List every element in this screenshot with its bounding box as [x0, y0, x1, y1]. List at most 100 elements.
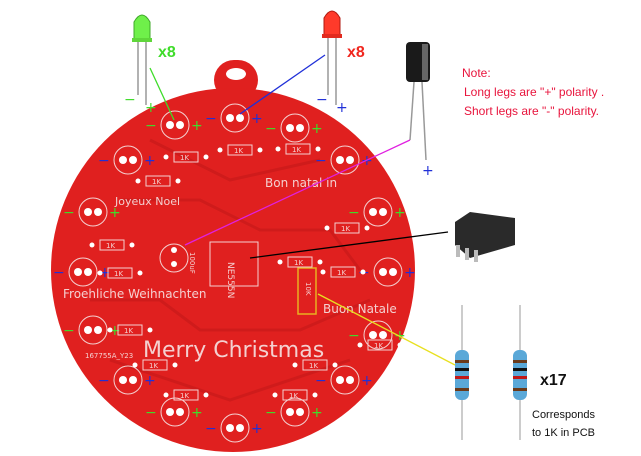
resistor-1k-label: 1K: [337, 269, 346, 277]
plus-sign: +: [361, 373, 373, 389]
plus-sign: +: [251, 421, 263, 437]
plus-sign: +: [144, 373, 156, 389]
red-led-count: x8: [347, 44, 365, 61]
minus-sign: −: [315, 373, 327, 389]
minus-sign: −: [63, 205, 75, 221]
ic-label: NE555N: [225, 262, 235, 298]
plus-sign: +: [311, 121, 323, 137]
resistor-1k-footprint: 1K: [89, 239, 135, 251]
red-led-minus-sign: −: [316, 92, 328, 108]
plus-sign: +: [109, 323, 121, 339]
capacitor-footprint: 100uF: [159, 243, 196, 274]
resistor-components: [455, 305, 527, 440]
note-short-legs: Short legs are "-" polarity.: [464, 104, 600, 118]
resistor-1k-label: 1K: [289, 392, 298, 400]
resistor-1k-label: 1K: [309, 362, 318, 370]
resistor-1k-label: 1K: [180, 154, 189, 162]
caption-line-1: Corresponds: [532, 409, 595, 421]
red-led-pointer: [239, 54, 326, 115]
green-led-plus-sign: +: [145, 100, 157, 116]
pcb-traces: [90, 138, 371, 402]
resistor-10k-pointer: [317, 293, 456, 366]
resistor-footprints: 1K 1K 1K 1K 1K 1K 1K 1K 1K 1K 1K 1K 1K 1K 1K: [89, 143, 403, 401]
minus-sign: −: [53, 265, 65, 281]
minus-sign: −: [98, 373, 110, 389]
resistor-1k-footprint: 1K: [275, 143, 321, 155]
note-title: Note:: [462, 66, 491, 80]
resistor-1k-label: 1K: [234, 147, 243, 155]
note-long-legs: Long legs are "+" polarity .: [464, 85, 605, 99]
resistor-10k-footprint: 10K: [297, 267, 317, 315]
minus-sign: −: [315, 153, 327, 169]
ne555-ic-component: [455, 212, 515, 262]
resistor-1k-footprint: 1K: [320, 266, 366, 278]
pcb-board: [51, 88, 415, 452]
minus-sign: −: [98, 153, 110, 169]
resistor-caption: Corresponds to 1K in PCB: [532, 406, 595, 442]
led-pad: −+: [63, 197, 121, 227]
led-pad: −+: [315, 365, 373, 395]
resistor-1k-label: 1K: [124, 327, 133, 335]
green-led-pointer: [149, 67, 175, 121]
resistor-1k-footprint: 1K: [163, 151, 209, 163]
ic-footprint: NE555N: [209, 241, 259, 298]
led-pad: −+: [348, 197, 406, 227]
resistor-1k-footprint: 1K: [132, 359, 178, 371]
green-led-minus-sign: −: [124, 92, 136, 108]
led-pad: −+: [145, 110, 203, 140]
greeting-buon-natale: Buon Natale: [323, 302, 397, 316]
resistor-1k-label: 1K: [341, 225, 350, 233]
resistor-1k-label: 1K: [294, 259, 303, 267]
resistor-1k-label: 1K: [180, 392, 189, 400]
greeting-froehliche: Froehliche Weihnachten: [63, 287, 206, 301]
led-pad: −+: [98, 145, 156, 175]
green-led-count: x8: [158, 44, 176, 61]
resistor-1k-footprint: 1K: [97, 267, 143, 279]
plus-sign: +: [394, 205, 406, 221]
greeting-merry-christmas: Merry Christmas: [143, 338, 324, 363]
led-pad: −+: [63, 315, 121, 345]
resistor-10k-label: 10K: [304, 282, 312, 296]
led-pads: −+−+−+−+−+−+−+−+−+−+−+−+−+−+−+−+: [53, 103, 416, 443]
resistor-1k-footprint: 1K: [217, 144, 263, 156]
led-pad: −+: [265, 397, 323, 427]
led-pad: −+: [265, 113, 323, 143]
plus-sign: +: [311, 405, 323, 421]
resistor-1k-footprint: 1K: [277, 256, 323, 268]
cap-label: 100uF: [188, 252, 196, 274]
part-code: 167755A_Y23: [85, 352, 133, 360]
resistor-1k-label: 1K: [292, 146, 301, 154]
plus-sign: +: [144, 153, 156, 169]
minus-sign: −: [205, 421, 217, 437]
minus-sign: −: [348, 205, 360, 221]
led-pad: −+: [315, 145, 373, 175]
cap-plus-sign: +: [422, 163, 434, 179]
led-pad: −+: [98, 365, 156, 395]
resistor-1k-footprint: 1K: [357, 339, 403, 351]
resistor-1k-label: 1K: [149, 362, 158, 370]
resistor-1k-label: 1K: [374, 342, 383, 350]
resistor-1k-footprint: 1K: [324, 222, 370, 234]
plus-sign: +: [191, 118, 203, 134]
resistor-1k-footprint: 1K: [107, 324, 153, 336]
minus-sign: −: [348, 328, 360, 344]
minus-sign: −: [205, 111, 217, 127]
resistor-1k-label: 1K: [152, 178, 161, 186]
led-pad: −+: [53, 257, 111, 287]
plus-sign: +: [191, 405, 203, 421]
resistor-1k-footprint: 1K: [163, 389, 209, 401]
greeting-bon-natal: Bon natal in: [265, 176, 337, 190]
resistor-1k-footprint: 1K: [272, 389, 318, 401]
red-led-component: [322, 10, 342, 105]
plus-sign: +: [251, 111, 263, 127]
minus-sign: −: [265, 405, 277, 421]
resistor-count: x17: [540, 372, 567, 389]
plus-sign: +: [404, 265, 416, 281]
resistor-1k-footprint: 1K: [292, 359, 338, 371]
minus-sign: −: [265, 121, 277, 137]
plus-sign: +: [99, 265, 111, 281]
led-pad: −+: [205, 103, 263, 133]
minus-sign: −: [63, 323, 75, 339]
